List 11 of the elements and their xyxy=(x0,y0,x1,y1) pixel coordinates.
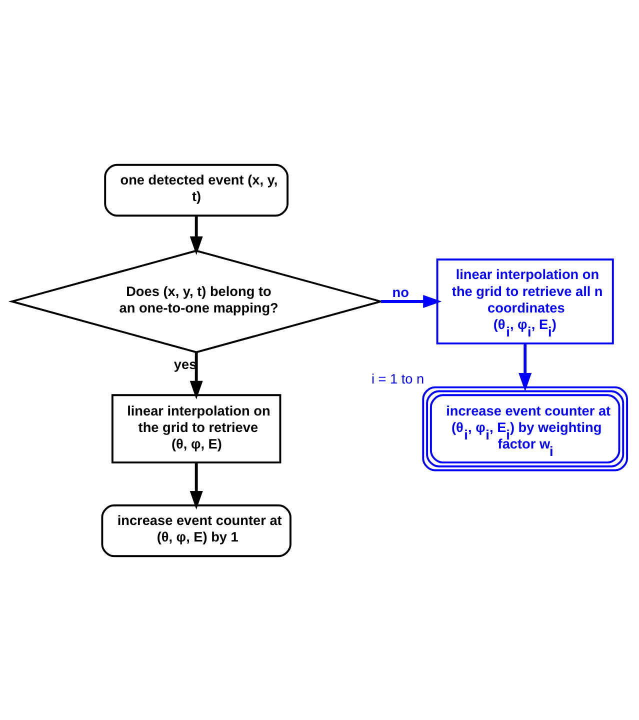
arrow xyxy=(190,462,203,510)
node-box: linear interpolation on the grid to retrieve (θ, φ, E) xyxy=(111,394,282,463)
arrow xyxy=(190,352,203,399)
node-box: increase event counter at (θ, φ, E) by 1 xyxy=(101,504,292,557)
arrow xyxy=(380,294,442,308)
arrow xyxy=(190,215,203,254)
edge-label: yes xyxy=(174,356,197,372)
node-box: one detected event (x, y, t) xyxy=(104,163,289,216)
arrow xyxy=(518,343,532,392)
edge-label: no xyxy=(392,284,409,300)
node-label: i = 1 to n xyxy=(371,371,424,386)
